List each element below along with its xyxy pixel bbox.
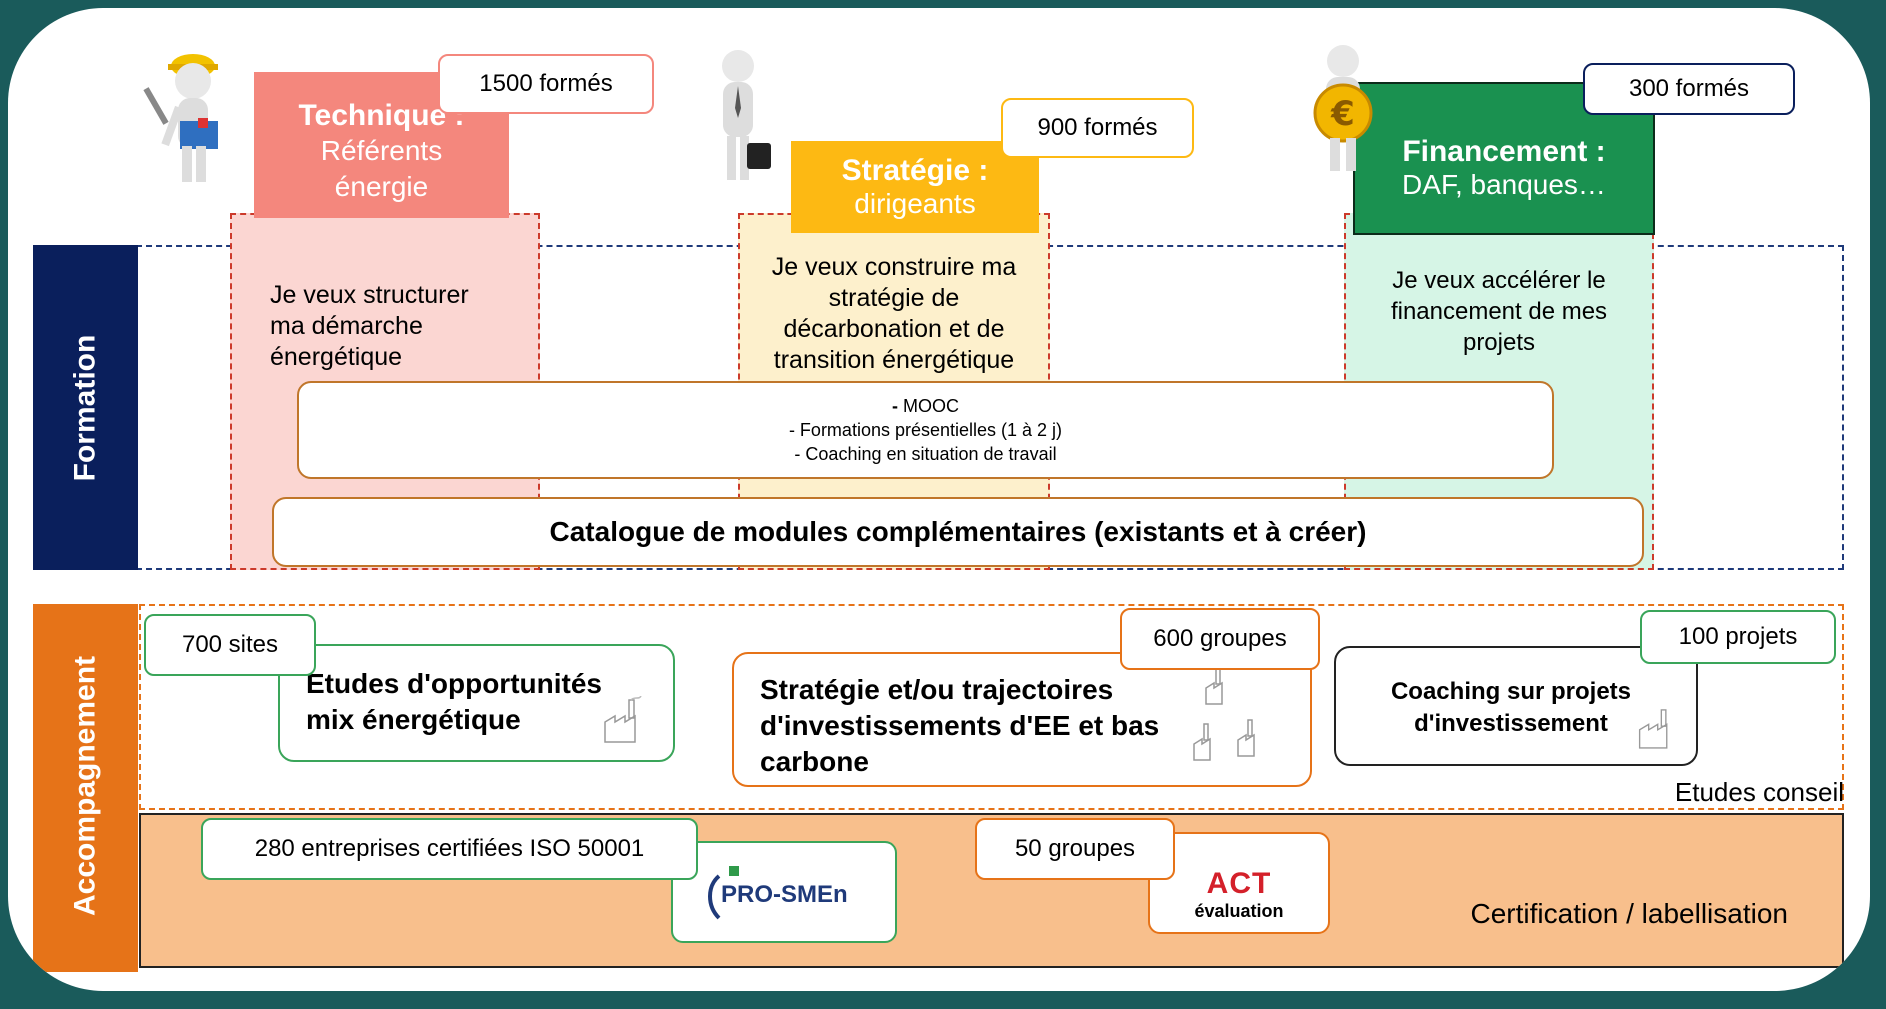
pro-smen-logo-box: PRO-SMEn [671, 841, 897, 943]
technician-figure-icon [143, 54, 218, 182]
financement-need: Je veux accélérer le financement de mes … [1390, 267, 1608, 356]
accompagnement-label-bar: Accompagnement [33, 604, 138, 972]
act-logo-title: ACT [1206, 866, 1272, 900]
strategie-trajectoires-box: Stratégie et/ou trajectoires d'investiss… [732, 652, 1312, 787]
businessman-figure-icon [722, 50, 771, 180]
certification-caption: Certification / labellisation [1470, 898, 1789, 929]
mooc-line: - MOOC [891, 396, 959, 416]
coaching-projets-label: Coaching sur projets d'investissement [1390, 678, 1632, 737]
etudes-conseil-caption: Etudes conseil [1674, 777, 1844, 807]
formation-label: Formation [68, 334, 102, 482]
groupes-600-badge: 600 groupes [1120, 608, 1320, 670]
strategie-trajectoires-label: Stratégie et/ou trajectoires d'investiss… [760, 674, 1160, 777]
svg-text:€: € [1330, 94, 1355, 134]
technique-title: Technique : [298, 99, 465, 132]
pro-smen-logo: PRO-SMEn [721, 881, 848, 908]
act-logo-subtitle: évaluation [1194, 900, 1284, 921]
formation-label-bar: Formation [33, 245, 138, 570]
factory-icon [1638, 709, 1668, 749]
iso-badge: 280 entreprises certifiées ISO 50001 [201, 818, 698, 880]
technique-subtitle: Référents énergie [320, 135, 443, 202]
catalogue-box: Catalogue de modules complémentaires (ex… [272, 497, 1644, 567]
pro-smen-logo-icon [708, 866, 739, 920]
act-logo-box: ACT évaluation [1148, 832, 1330, 934]
etudes-opportunites-label: Etudes d'opportunités mix énergétique [306, 668, 602, 735]
presentiel-line: - Formations présentielles (1 à 2 j) [788, 420, 1063, 440]
etudes-opportunites-box: Etudes d'opportunités mix énergétique [278, 644, 675, 762]
financement-subtitle: DAF, banques… [1402, 168, 1606, 200]
euro-figure-icon: € [1313, 45, 1373, 171]
catalogue-label: Catalogue de modules complémentaires (ex… [549, 516, 1367, 547]
strategie-badge: 900 formés [1001, 98, 1194, 158]
factory-icon [604, 696, 642, 743]
formation-methods-box: - MOOC - Formations présentielles (1 à 2… [297, 381, 1554, 479]
diagram-frame: Formation Je veux structurer ma démarche… [8, 8, 1870, 991]
strategie-title: Stratégie : [841, 154, 989, 187]
accompagnement-label: Accompagnement [68, 655, 102, 917]
projets-badge: 100 projets [1640, 610, 1836, 664]
factories-icon [1193, 667, 1255, 761]
groupes-50-badge: 50 groupes [975, 818, 1175, 880]
technique-badge: 1500 formés [438, 54, 654, 114]
strategie-need: Je veux construire ma stratégie de décar… [771, 253, 1017, 374]
sites-badge: 700 sites [144, 614, 316, 676]
etudes-band-border [139, 604, 1844, 810]
financement-title: Financement : [1402, 134, 1606, 168]
technique-need: Je veux structurer ma démarche énergétiq… [270, 281, 469, 371]
coaching-projets-box: Coaching sur projets d'investissement [1334, 646, 1698, 766]
coaching-line: - Coaching en situation de travail [794, 444, 1057, 464]
financement-badge: 300 formés [1583, 63, 1795, 115]
strategie-subtitle: dirigeants [854, 188, 976, 219]
strategie-header: Stratégie : dirigeants [791, 141, 1039, 233]
